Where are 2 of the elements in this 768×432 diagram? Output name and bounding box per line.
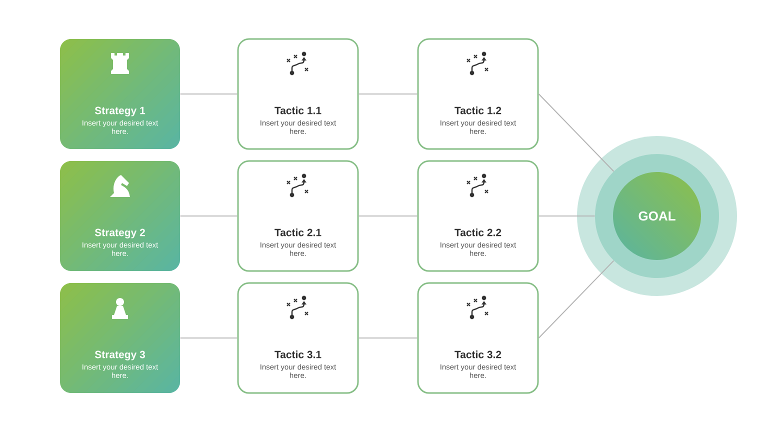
connector-line — [538, 94, 614, 172]
connector-line — [538, 260, 614, 338]
